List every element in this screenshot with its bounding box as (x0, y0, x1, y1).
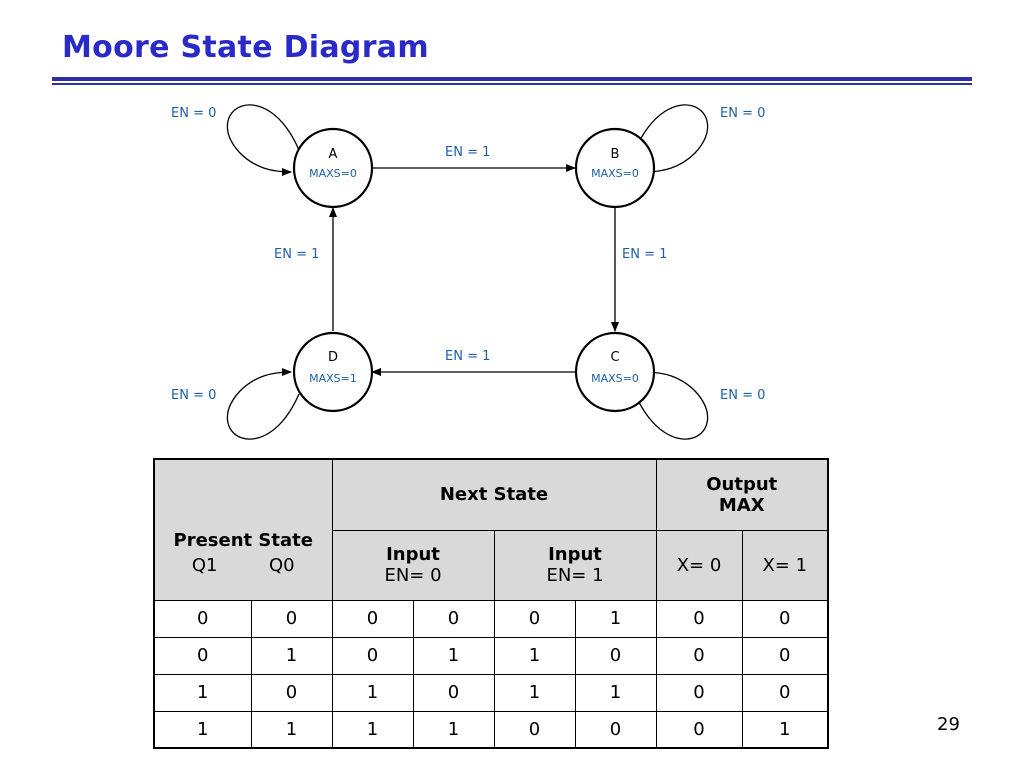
table-cell: 1 (331, 710, 414, 749)
table-cell: 0 (493, 710, 576, 749)
table-cell: 0 (331, 599, 414, 638)
slide-title: Moore State Diagram (62, 30, 429, 65)
state-b-name: B (611, 147, 620, 162)
self-loop-b (634, 104, 709, 176)
input-label-en1: Input (548, 544, 602, 565)
table-row: 0 1 0 1 1 0 0 0 (153, 636, 829, 675)
self-loop-a (226, 104, 300, 176)
en0-label: EN= 0 (384, 565, 442, 586)
table-cell: 0 (153, 599, 252, 638)
label-b-self: EN = 0 (720, 106, 765, 121)
label-d-to-a: EN = 1 (274, 247, 319, 262)
table-cell: 1 (153, 673, 252, 712)
table-cell: 0 (412, 673, 495, 712)
table-cell: 1 (412, 636, 495, 675)
present-state-header: Present State Q1 Q0 (153, 458, 333, 601)
title-rule-thick (52, 77, 972, 81)
state-c: C MAXS=0 (574, 331, 656, 413)
state-d-output: MAXS=1 (309, 372, 357, 385)
table-cell: 1 (574, 599, 657, 638)
present-state-label: Present State (173, 529, 313, 551)
state-b-output: MAXS=0 (591, 167, 639, 180)
table-cell: 0 (412, 599, 495, 638)
table-cell: 1 (412, 710, 495, 749)
label-c-to-d: EN = 1 (445, 349, 490, 364)
table-cell: 0 (493, 599, 576, 638)
table-cell: 0 (250, 673, 333, 712)
state-c-name: C (610, 350, 619, 365)
input-label-en0: Input (386, 544, 440, 565)
max-label: MAX (718, 494, 765, 516)
table-cell: 0 (153, 636, 252, 675)
label-b-to-c: EN = 1 (622, 247, 667, 262)
table-cell: 1 (493, 636, 576, 675)
state-d: D MAXS=1 (292, 331, 374, 413)
table-cell: 1 (574, 673, 657, 712)
table-cell: 0 (331, 636, 414, 675)
table-cell: 1 (250, 636, 333, 675)
output-header: Output MAX (655, 458, 829, 531)
label-d-self: EN = 0 (171, 388, 216, 403)
table-cell: 0 (250, 599, 333, 638)
table-cell: 0 (574, 636, 657, 675)
table-cell: 0 (741, 599, 829, 638)
table-cell: 0 (655, 710, 743, 749)
table-cell: 1 (331, 673, 414, 712)
state-a-output: MAXS=0 (309, 167, 357, 180)
state-d-name: D (328, 350, 338, 365)
state-b: B MAXS=0 (574, 127, 656, 209)
label-a-self: EN = 0 (171, 106, 216, 121)
state-a: A MAXS=0 (292, 127, 374, 209)
output-label: Output (706, 473, 778, 495)
table-cell: 1 (153, 710, 252, 749)
input-en0-header: Input EN= 0 (331, 529, 495, 601)
page-number: 29 (937, 714, 960, 735)
table-cell: 0 (655, 636, 743, 675)
next-state-header: Next State (331, 458, 657, 531)
table-cell: 0 (655, 673, 743, 712)
state-bits-labels: Q1 Q0 (155, 555, 332, 576)
table-row: 1 0 1 0 1 1 0 0 (153, 673, 829, 712)
table-cell: 1 (250, 710, 333, 749)
state-c-output: MAXS=0 (591, 372, 639, 385)
table-cell: 0 (741, 673, 829, 712)
input-en1-header: Input EN= 1 (493, 529, 657, 601)
table-cell: 0 (655, 599, 743, 638)
x1-header: X= 1 (741, 529, 829, 601)
table-cell: 0 (574, 710, 657, 749)
label-a-to-b: EN = 1 (445, 145, 490, 160)
q0-label: Q0 (268, 554, 295, 576)
table-row: 0 0 0 0 0 1 0 0 (153, 599, 829, 638)
self-loop-d (226, 368, 300, 440)
q1-label: Q1 (191, 554, 218, 576)
en1-label: EN= 1 (546, 565, 604, 586)
state-table: Present State Q1 Q0 Next State Output MA… (153, 458, 829, 749)
table-cell: 1 (493, 673, 576, 712)
state-a-name: A (329, 147, 338, 162)
title-rule-thin (52, 83, 972, 85)
table-row: 1 1 1 1 0 0 0 1 (153, 710, 829, 749)
table-cell: 0 (741, 636, 829, 675)
state-diagram: A MAXS=0 B MAXS=0 C MAXS=0 D MAXS=1 EN =… (171, 104, 765, 440)
label-c-self: EN = 0 (720, 388, 765, 403)
self-loop-c (634, 368, 709, 440)
table-cell: 1 (741, 710, 829, 749)
x0-header: X= 0 (655, 529, 743, 601)
